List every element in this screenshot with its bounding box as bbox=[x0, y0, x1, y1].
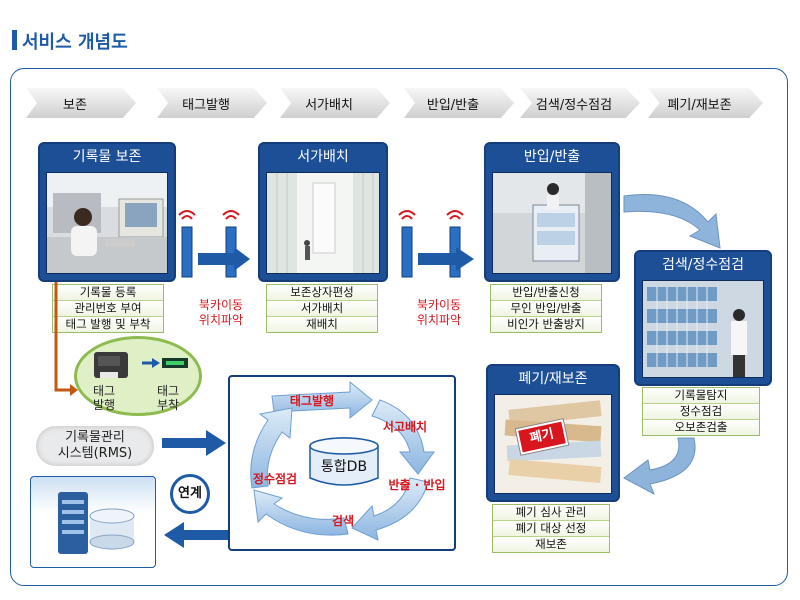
book-move-line2: 위치파악 bbox=[198, 313, 244, 327]
office-photo bbox=[46, 172, 168, 274]
arrow-from-db bbox=[164, 522, 228, 548]
rfid-gate-left bbox=[178, 210, 250, 278]
tag-attach-label: 태그 부착 bbox=[156, 384, 180, 412]
list-item: 무인 반입/반출 bbox=[491, 301, 601, 317]
rfid-gate-middle bbox=[398, 210, 474, 278]
card-shelving-title: 서가배치 bbox=[297, 149, 349, 165]
step-tag-issue: 태그발행 bbox=[157, 88, 267, 118]
page-title: 서비스 개념도 bbox=[22, 32, 128, 53]
list-item: 폐기 대상 선정 bbox=[493, 521, 609, 537]
card-preservation-title: 기록물 보존 bbox=[72, 149, 142, 165]
book-move-line2: 위치파악 bbox=[416, 313, 462, 327]
list-item: 재보존 bbox=[493, 537, 609, 552]
step-search: 검색/정수점검 bbox=[520, 88, 640, 118]
arrow-to-search bbox=[623, 193, 721, 249]
list-inout: 반입/반출신청 무인 반입/반출 비인가 반출방지 bbox=[490, 284, 602, 333]
card-disposal: 폐기/재보존 폐기 bbox=[486, 364, 620, 502]
flow-line-tag bbox=[54, 282, 78, 396]
card-preservation: 기록물 보존 bbox=[38, 142, 176, 282]
card-inout: 반입/반출 bbox=[484, 142, 620, 282]
title-accent-bar bbox=[12, 30, 17, 50]
database-label: 통합DB bbox=[320, 459, 368, 475]
step-preservation: 보존 bbox=[26, 88, 136, 118]
list-item: 관리번호 부여 bbox=[53, 301, 163, 317]
list-item: 기록물탐지 bbox=[643, 388, 759, 404]
list-item: 폐기 심사 관리 bbox=[493, 505, 609, 521]
list-item: 재배치 bbox=[267, 317, 377, 332]
list-item: 보존상자편성 bbox=[267, 285, 377, 301]
card-shelving: 서가배치 bbox=[258, 142, 388, 282]
server-icon bbox=[58, 492, 135, 554]
rms-label: 기록물관리 시스템(RMS) bbox=[57, 430, 133, 461]
card-disposal-title: 폐기/재보존 bbox=[518, 371, 588, 387]
card-search: 검색/정수점검 bbox=[634, 250, 772, 386]
tag-issue-label: 태그 발행 bbox=[92, 384, 116, 412]
list-item: 기록물 등록 bbox=[53, 285, 163, 301]
archive-shelf-photo bbox=[642, 280, 764, 378]
step-shelving: 서가배치 bbox=[280, 88, 390, 118]
cycle-segment-shelving: 서고배치 bbox=[382, 420, 428, 434]
card-search-title: 검색/정수점검 bbox=[662, 257, 744, 273]
cycle-arrows bbox=[250, 380, 435, 541]
list-item: 반입/반출신청 bbox=[491, 285, 601, 301]
book-move-line1: 북카이동 bbox=[416, 298, 462, 312]
tag-printer-icon bbox=[94, 352, 128, 378]
step-inout: 반입/반출 bbox=[404, 88, 514, 118]
cycle-segment-tag-issue: 태그발행 bbox=[289, 394, 335, 408]
arrow-to-disposal bbox=[623, 437, 696, 496]
list-item: 정수점검 bbox=[643, 404, 759, 420]
list-shelving: 보존상자편성 서가배치 재배치 bbox=[266, 284, 378, 333]
list-item: 태그 발행 및 부착 bbox=[53, 317, 163, 332]
list-preservation: 기록물 등록 관리번호 부여 태그 발행 및 부착 bbox=[52, 284, 164, 333]
arrow-to-db bbox=[162, 430, 226, 456]
tag-label-icon bbox=[142, 358, 188, 368]
card-inout-title: 반입/반출 bbox=[523, 149, 581, 165]
cycle-segment-inout: 반출 · 반입 bbox=[388, 478, 446, 492]
database-icon bbox=[309, 437, 379, 486]
list-item: 오보존검출 bbox=[643, 420, 759, 435]
list-search: 기록물탐지 정수점검 오보존검출 bbox=[642, 387, 760, 436]
list-item: 서가배치 bbox=[267, 301, 377, 317]
rms-pill bbox=[36, 426, 154, 466]
stacks-photo bbox=[266, 172, 380, 274]
book-move-label-1: 북카이동 위치파악 bbox=[190, 298, 252, 328]
book-move-line1: 북카이동 bbox=[198, 298, 244, 312]
cycle-segment-search: 검색 bbox=[331, 514, 355, 528]
link-badge: 연계 bbox=[170, 474, 210, 514]
cart-photo bbox=[492, 172, 612, 274]
step-disposal: 폐기/재보존 bbox=[648, 88, 763, 118]
list-item: 비인가 반출방지 bbox=[491, 317, 601, 332]
cycle-segment-inventory: 정수점검 bbox=[252, 472, 298, 486]
list-disposal: 폐기 심사 관리 폐기 대상 선정 재보존 bbox=[492, 504, 610, 553]
book-move-label-2: 북카이동 위치파악 bbox=[408, 298, 470, 328]
